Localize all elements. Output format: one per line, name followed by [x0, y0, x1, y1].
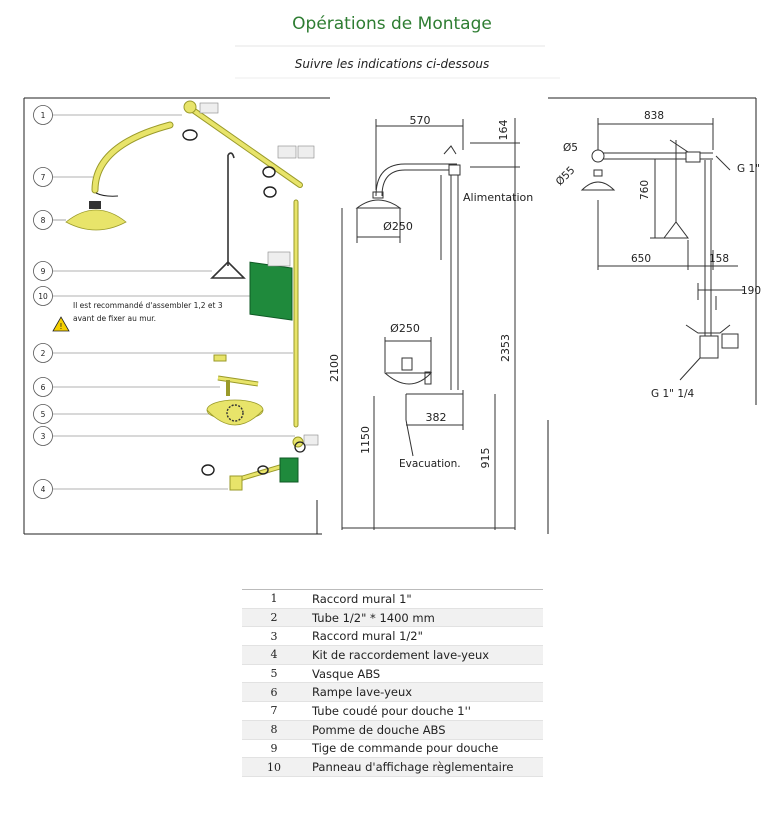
part-7-bent-tube: [91, 121, 174, 197]
svg-text:Evacuation.: Evacuation.: [399, 458, 461, 470]
part-10-sign-panel: [249, 251, 293, 321]
part-label: Panneau d'affichage règlementaire: [312, 760, 514, 775]
svg-text:760: 760: [639, 180, 651, 200]
table-row: 3 Raccord mural 1/2": [242, 627, 543, 646]
svg-text:10: 10: [38, 292, 48, 301]
part-number: 8: [270, 723, 278, 737]
part-label: Tige de commande pour douche: [312, 741, 499, 756]
svg-text:915: 915: [479, 448, 492, 469]
table-row: 9 Tige de commande pour douche: [242, 739, 543, 758]
svg-text:6: 6: [41, 383, 46, 392]
table-row: 4 Kit de raccordement lave-yeux: [242, 645, 543, 665]
assembly-note: Il est recommandé d'assembler 1,2 et 3 a…: [52, 301, 223, 332]
svg-text:1150: 1150: [359, 426, 372, 454]
side-elevation-drawing: [341, 118, 520, 530]
part-label: Kit de raccordement lave-yeux: [312, 647, 490, 662]
part-number: 9: [270, 741, 278, 755]
parts-table: 1 Raccord mural 1" 2 Tube 1/2" * 1400 mm 3…: [242, 589, 543, 777]
part-number: 5: [270, 667, 278, 681]
installation-diagram: 1 7 8 9 10 2 6 5 3 4: [23, 45, 761, 535]
part-6-eyewash-spray: [213, 354, 259, 396]
callout-4: 4: [33, 479, 228, 499]
svg-text:838: 838: [644, 110, 664, 122]
part-5-basin: [206, 399, 264, 426]
svg-text:164: 164: [497, 120, 510, 141]
svg-text:!: !: [59, 322, 62, 331]
part-label: Raccord mural 1": [312, 591, 412, 606]
table-row: 2 Tube 1/2" * 1400 mm: [242, 608, 543, 627]
table-row: 8 Pomme de douche ABS: [242, 720, 543, 739]
part-number: 1: [270, 592, 278, 606]
table-row: 1 Raccord mural 1": [242, 589, 543, 609]
part-number: 10: [267, 760, 281, 774]
svg-text:Ø250: Ø250: [383, 220, 413, 233]
part-label: Tube coudé pour douche 1'': [312, 703, 471, 718]
part-number: 6: [270, 685, 278, 699]
table-row: 5 Vasque ABS: [242, 664, 543, 683]
part-9-pull-rod: [210, 152, 246, 279]
callout-5: 5: [33, 404, 210, 424]
svg-text:3: 3: [41, 432, 46, 441]
svg-text:4: 4: [41, 485, 46, 494]
part-8-shower-head: [65, 201, 127, 231]
svg-text:2100: 2100: [328, 354, 341, 382]
svg-text:158: 158: [709, 253, 729, 265]
svg-text:Ø5: Ø5: [563, 142, 578, 154]
part-number: 3: [270, 629, 278, 643]
svg-text:190: 190: [741, 285, 761, 297]
callout-list: 1 7 8 9 10 2 6 5 3 4: [33, 105, 295, 499]
callout-2: 2: [33, 343, 293, 363]
part-3-wall-connector: [292, 434, 319, 448]
page-title: Opérations de Montage: [292, 14, 492, 34]
side-elevation-labels: 570 164 Alimentation Ø250 Ø250 2100 2353…: [328, 114, 533, 470]
part-number: 2: [270, 611, 278, 625]
svg-text:G 1" 1/4: G 1" 1/4: [651, 388, 695, 400]
svg-text:9: 9: [41, 267, 46, 276]
svg-text:Il est recommandé d'assembler: Il est recommandé d'assembler 1,2 et 3: [73, 301, 223, 310]
svg-text:G 1": G 1": [737, 163, 760, 175]
page-subtitle: Suivre les indications ci-dessous: [294, 57, 490, 71]
svg-text:avant de fixer au mur.: avant de fixer au mur.: [73, 314, 156, 323]
dimension-panel-frame: [547, 97, 757, 534]
callout-3: 3: [33, 426, 295, 446]
part-label: Raccord mural 1/2": [312, 629, 423, 644]
callout-10: 10: [33, 286, 250, 306]
part-label: Rampe lave-yeux: [312, 685, 413, 700]
svg-text:Alimentation: Alimentation: [463, 191, 533, 204]
table-row: 7 Tube coudé pour douche 1'': [242, 702, 543, 721]
callout-7: 7: [33, 167, 93, 187]
part-label: Tube 1/2" * 1400 mm: [312, 610, 435, 625]
table-row: 6 Rampe lave-yeux: [242, 682, 543, 702]
svg-text:2353: 2353: [499, 334, 512, 362]
svg-text:1: 1: [41, 111, 46, 120]
part-1-wall-connector: [182, 100, 315, 198]
svg-text:2: 2: [41, 349, 46, 358]
front-elevation-drawing: [580, 118, 745, 381]
svg-text:382: 382: [426, 411, 447, 424]
part-number: 7: [270, 704, 278, 718]
svg-text:Ø55: Ø55: [554, 164, 578, 188]
callout-9: 9: [33, 261, 212, 281]
part-4-eyewash-kit: [201, 441, 306, 491]
table-row: 10 Panneau d'affichage règlementaire: [242, 757, 543, 777]
svg-text:570: 570: [410, 114, 431, 127]
exploded-view-panel: [23, 97, 330, 535]
callout-1: 1: [33, 105, 182, 125]
callout-6: 6: [33, 377, 220, 397]
svg-text:7: 7: [41, 173, 46, 182]
warning-icon: [52, 316, 70, 332]
callout-8: 8: [33, 210, 66, 230]
svg-text:650: 650: [631, 253, 651, 265]
part-label: Vasque ABS: [312, 666, 381, 681]
svg-text:Ø250: Ø250: [390, 322, 420, 335]
part-number: 4: [270, 648, 278, 662]
part-label: Pomme de douche ABS: [312, 722, 446, 737]
svg-text:8: 8: [41, 216, 46, 225]
svg-text:5: 5: [41, 410, 46, 419]
